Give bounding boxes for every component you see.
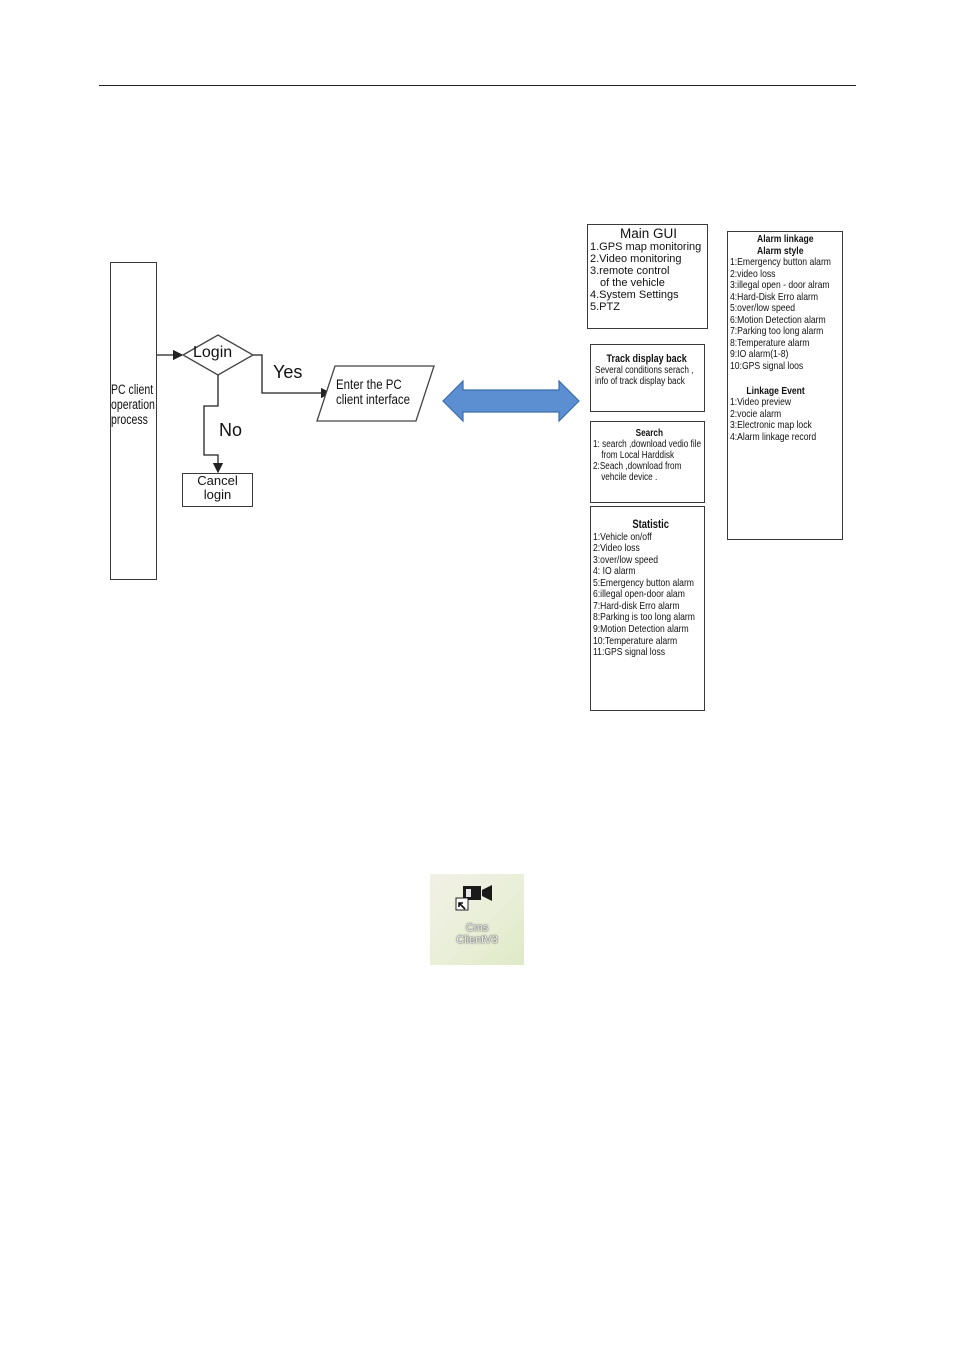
alarm-linkage-title: Alarm linkage — [757, 233, 814, 245]
statistic-item: 10:Temperature alarm — [593, 634, 678, 647]
alarm-style-item: 7:Parking too long alarm — [730, 325, 824, 338]
cms-client-shortcut[interactable]: Cms ClientV3 — [430, 874, 524, 965]
statistic-item: 1:Vehicle on/off — [593, 530, 652, 543]
alarm-linkage-box: Alarm linkage Alarm style 1:Emergency bu… — [727, 231, 843, 540]
statistic-item: 7:Hard-disk Erro alarm — [593, 599, 680, 612]
main-gui-box: Main GUI 1.GPS map monitoring 2.Video mo… — [587, 224, 708, 329]
linkage-event-item: 2:vocie alarm — [730, 407, 782, 420]
no-branch-label: No — [219, 420, 243, 440]
pc-client-label: PC client operation process — [111, 382, 155, 427]
linkage-event-title: Linkage Event — [746, 384, 805, 397]
statistic-box: Statistic 1:Vehicle on/off 2:Video loss … — [590, 506, 705, 711]
main-gui-item: of the vehicle — [600, 277, 665, 290]
cancel-login-label: Cancel login — [197, 473, 238, 503]
linkage-event-item: 1:Video preview — [730, 396, 792, 409]
statistic-item: 4: IO alarm — [593, 565, 636, 578]
main-gui-item: 5.PTZ — [590, 301, 620, 314]
linkage-event-item: 3:Electronic map lock — [730, 419, 812, 432]
alarm-style-item: 9:IO alarm(1-8) — [730, 348, 789, 361]
statistic-title: Statistic — [632, 519, 670, 531]
alarm-style-item: 2:video loss — [730, 267, 776, 280]
main-gui-item: 4.System Settings — [590, 289, 679, 302]
shortcut-label: Cms ClientV3 — [456, 922, 498, 947]
statistic-item: 3:over/low speed — [593, 553, 659, 566]
statistic-item: 2:Video loss — [593, 542, 640, 555]
track-display-box: Track display back Several conditions se… — [590, 344, 705, 412]
statistic-item: 9:Motion Detection alarm — [593, 623, 689, 636]
video-camera-shortcut-icon — [455, 885, 492, 911]
statistic-item: 11:GPS signal loss — [593, 646, 666, 659]
pc-client-process-box — [110, 262, 157, 580]
main-gui-title: Main GUI — [619, 226, 677, 241]
search-title: Search — [635, 428, 663, 439]
yes-branch-label: Yes — [273, 362, 303, 382]
alarm-style-item: 6:Motion Detection alarm — [730, 313, 826, 326]
interface-parallelogram — [316, 365, 435, 422]
alarm-style-item: 3:illegal open - door alram — [730, 279, 830, 292]
statistic-item: 8:Parking is too long alarm — [593, 611, 695, 624]
alarm-style-item: 1:Emergency button alarm — [730, 256, 831, 269]
main-gui-item: 1.GPS map monitoring — [590, 241, 702, 253]
alarm-style-title: Alarm style — [757, 244, 804, 257]
search-line: vehcile device . — [601, 472, 658, 483]
arrow-no-to-cancel — [203, 375, 224, 474]
login-decision-label: Login — [193, 344, 233, 361]
search-box: Search 1: search ,download vedio file fr… — [590, 421, 705, 503]
main-gui-item: 2.Video monitoring — [590, 253, 682, 266]
alarm-style-item: 10:GPS signal loos — [730, 360, 804, 373]
alarm-style-item: 4:Hard-Disk Erro alarm — [730, 290, 819, 303]
track-title: Track display back — [606, 353, 687, 365]
statistic-item: 6:illegal open-door alam — [593, 588, 685, 601]
search-line: from Local Harddisk — [601, 450, 675, 461]
track-line: Several conditions serach , — [595, 365, 694, 377]
enter-interface-label: Enter the PC client interface — [336, 376, 411, 408]
alarm-style-item: 8:Temperature alarm — [730, 336, 810, 349]
main-gui-item: 3.remote control — [590, 265, 670, 278]
arrow-yes-to-interface — [253, 354, 332, 399]
cancel-login-box — [182, 473, 253, 507]
linkage-event-item: 4:Alarm linkage record — [730, 430, 817, 443]
track-line: info of track display back — [595, 376, 685, 388]
double-arrow — [442, 379, 580, 423]
page-header-rule — [99, 85, 856, 86]
flowchart-connectors — [157, 334, 580, 474]
search-line: 2:Seach ,download from — [593, 461, 682, 472]
spacer — [730, 373, 859, 386]
search-line: 1: search ,download vedio file — [593, 439, 702, 450]
alarm-style-item: 5:over/low speed — [730, 302, 796, 315]
statistic-item: 5:Emergency button alarm — [593, 576, 694, 589]
